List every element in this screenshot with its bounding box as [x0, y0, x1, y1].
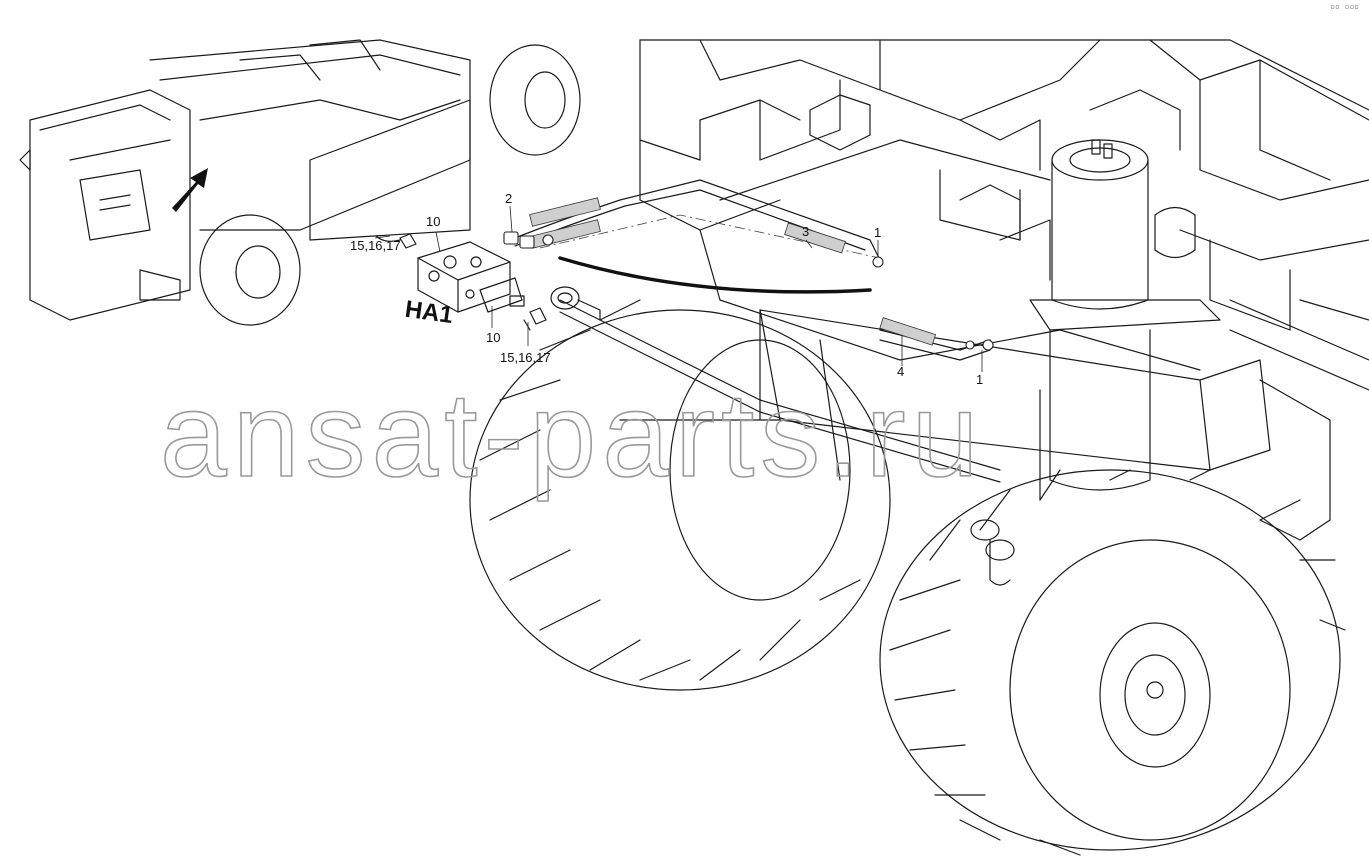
- watermark-text: ansat-parts.ru: [160, 368, 984, 502]
- rear-wheel: [469, 299, 891, 691]
- hub-mount: [970, 519, 1015, 586]
- front-wheel: [879, 469, 1346, 856]
- corner-mark: ▫▫ ▫▫▫: [1330, 2, 1359, 11]
- callout-4: 4: [897, 364, 904, 379]
- callout-10-bottom: 10: [486, 330, 500, 345]
- callout-1-bottom: 1: [976, 372, 983, 387]
- chassis-frame: [639, 39, 1369, 541]
- callout-2: 2: [505, 191, 512, 206]
- leader-lines: [374, 205, 983, 372]
- callout-1-top: 1: [874, 225, 881, 240]
- connectors-15-16-17: [523, 307, 547, 331]
- assembly-label-ha1: HA1: [403, 296, 454, 329]
- joint-fitting: [550, 286, 601, 321]
- reservoir-cylinder: [1029, 139, 1221, 491]
- callout-3: 3: [802, 224, 809, 239]
- callout-15-16-17-left: 15,16,17: [350, 238, 401, 253]
- machine-overview-inset: [19, 39, 581, 326]
- valve-block-ha1: [375, 233, 525, 313]
- fittings: [503, 231, 994, 351]
- callout-10-top: 10: [426, 214, 440, 229]
- callout-15-16-17-bottom: 15,16,17: [500, 350, 551, 365]
- hose-sleeves: [529, 197, 937, 346]
